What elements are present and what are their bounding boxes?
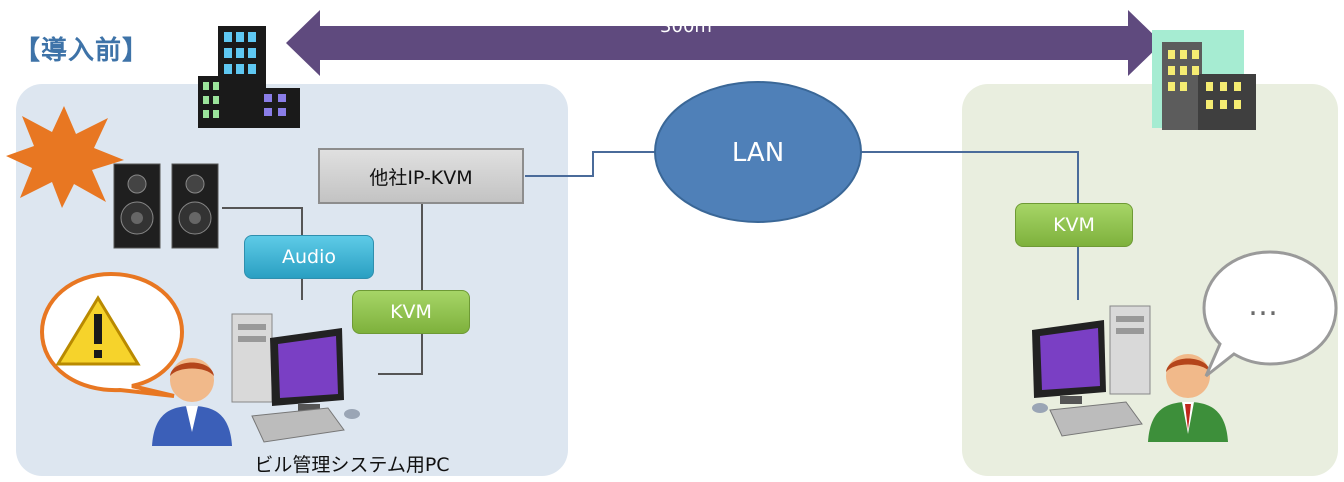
lan-ellipse — [654, 81, 862, 223]
desktop-pc-icon — [231, 313, 360, 443]
network-links — [525, 151, 1079, 203]
office-building-icon — [1152, 30, 1256, 130]
desktop-pc-icon — [1032, 305, 1151, 437]
pc-caption: ビル管理システム用PC — [254, 454, 450, 476]
kvm-left-box: KVM — [352, 290, 470, 334]
ip-kvm-box: 他社IP-KVM — [318, 148, 524, 204]
lan-label: LAN — [731, 138, 785, 168]
diagram-title: 【導入前】 — [14, 36, 150, 66]
kvm-right-box: KVM — [1015, 203, 1133, 247]
speech-bubble-text: … — [1248, 288, 1282, 323]
warning-icon — [39, 271, 185, 398]
audio-box: Audio — [244, 235, 374, 279]
speaker-icon — [113, 163, 219, 249]
office-building-icon — [198, 26, 300, 128]
device-links — [222, 204, 423, 375]
user-icon — [152, 358, 232, 446]
distance-arrow — [286, 10, 1162, 76]
speech-bubble-icon — [1202, 250, 1338, 378]
distance-label: 300m — [660, 16, 712, 37]
user-icon — [1148, 354, 1228, 442]
alert-burst-icon — [6, 106, 124, 208]
